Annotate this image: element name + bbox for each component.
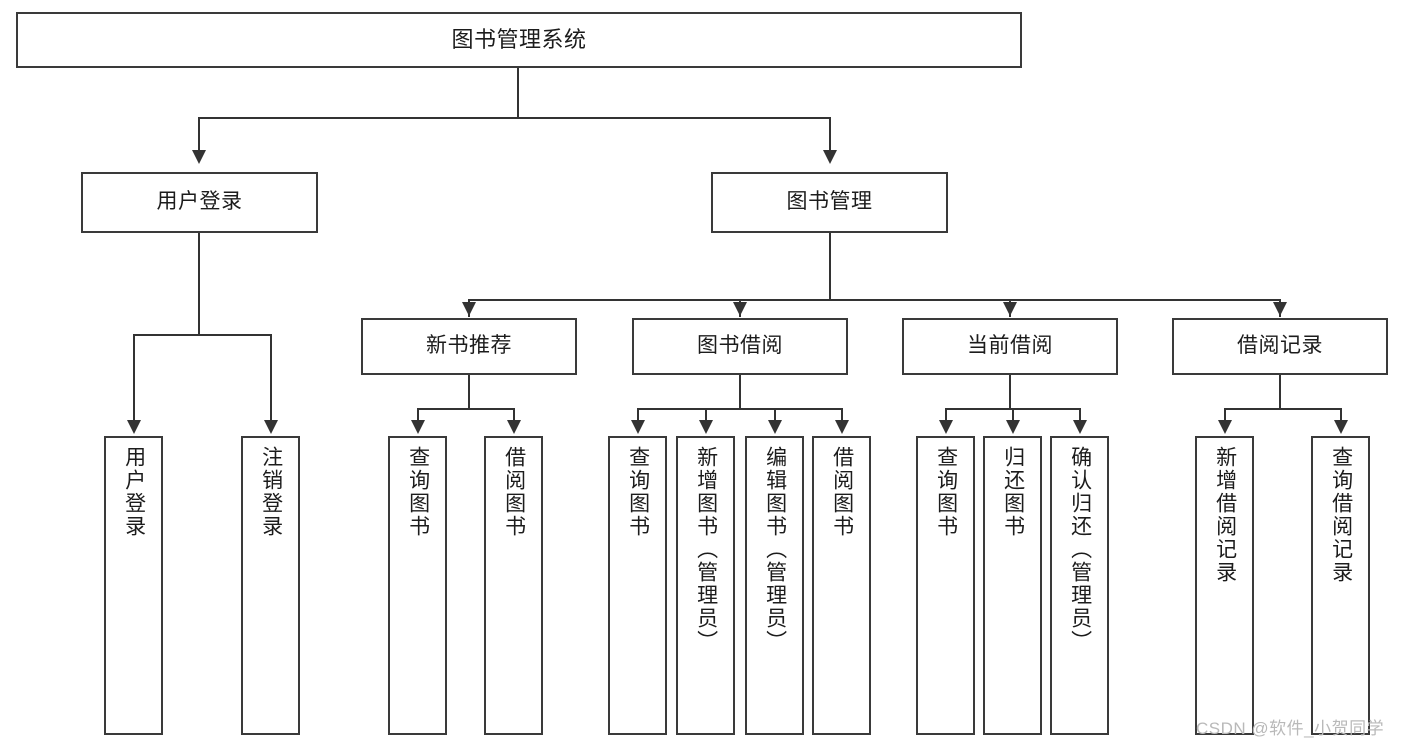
arrowhead-user-login-child-1 (127, 420, 141, 434)
node-root-label: 图书管理系统 (451, 27, 587, 53)
connector-new-book-stem (468, 375, 470, 409)
leaf-borrow-borrow-book-label: 借阅图书 (830, 446, 854, 538)
leaf-user-login-logout[interactable]: 注销登录 (241, 436, 300, 735)
leaf-borrow-edit-book-label: 编辑图书（管理员） (763, 446, 787, 653)
leaf-borrow-edit-book[interactable]: 编辑图书（管理员） (745, 436, 804, 735)
leaf-user-login-login[interactable]: 用户登录 (104, 436, 163, 735)
connector-book-borrow-stem (739, 375, 741, 409)
node-borrow-records-label: 借阅记录 (1237, 334, 1323, 358)
leaf-current-confirm-return[interactable]: 确认归还（管理员） (1050, 436, 1109, 735)
node-user-login[interactable]: 用户登录 (81, 172, 318, 233)
arrowhead-book-borrow-child-1 (631, 420, 645, 434)
leaf-records-query-record[interactable]: 查询借阅记录 (1311, 436, 1370, 735)
leaf-new-book-borrow-label: 借阅图书 (502, 446, 526, 538)
connector-root-stem (517, 68, 519, 118)
leaf-user-login-login-label: 用户登录 (122, 446, 146, 538)
leaf-new-book-query[interactable]: 查询图书 (388, 436, 447, 735)
node-new-book-recommend-label: 新书推荐 (426, 334, 512, 358)
connector-borrow-records-bus (1224, 408, 1341, 410)
leaf-borrow-add-book[interactable]: 新增图书（管理员） (676, 436, 735, 735)
node-new-book-recommend[interactable]: 新书推荐 (361, 318, 577, 375)
leaf-new-book-borrow[interactable]: 借阅图书 (484, 436, 543, 735)
connector-user-login-child-2 (270, 334, 272, 421)
connector-book-borrow-child-3 (774, 408, 776, 422)
leaf-borrow-query-book[interactable]: 查询图书 (608, 436, 667, 735)
leaf-current-confirm-return-label: 确认归还（管理员） (1068, 446, 1092, 653)
connector-current-borrow-child-3 (1079, 408, 1081, 422)
connector-root-to-book-mgmt (829, 117, 831, 152)
leaf-current-return-book[interactable]: 归还图书 (983, 436, 1042, 735)
connector-borrow-records-stem (1279, 375, 1281, 409)
arrowhead-new-book-child-1 (411, 420, 425, 434)
connector-book-borrow-bus (637, 408, 842, 410)
connector-book-borrow-child-2 (705, 408, 707, 422)
arrowhead-book-mgmt-child-2 (733, 302, 747, 316)
arrowhead-book-borrow-child-4 (835, 420, 849, 434)
connector-new-book-child-1 (417, 408, 419, 422)
arrowhead-borrow-records-child-1 (1218, 420, 1232, 434)
leaf-new-book-query-label: 查询图书 (406, 446, 430, 538)
connector-borrow-records-child-2 (1340, 408, 1342, 422)
connector-current-borrow-stem (1009, 375, 1011, 409)
arrowhead-book-mgmt-child-1 (462, 302, 476, 316)
arrowhead-book-mgmt-child-3 (1003, 302, 1017, 316)
node-book-management-label: 图书管理 (786, 190, 873, 214)
arrowhead-current-borrow-child-1 (939, 420, 953, 434)
node-borrow-records[interactable]: 借阅记录 (1172, 318, 1388, 375)
connector-root-to-user-login (198, 117, 200, 152)
leaf-records-add-record-label: 新增借阅记录 (1213, 446, 1237, 584)
arrowhead-borrow-records-child-2 (1334, 420, 1348, 434)
node-root[interactable]: 图书管理系统 (16, 12, 1022, 68)
connector-root-bus (198, 117, 831, 119)
leaf-current-query-book-label: 查询图书 (934, 446, 958, 538)
arrowhead-book-borrow-child-2 (699, 420, 713, 434)
node-book-borrow[interactable]: 图书借阅 (632, 318, 848, 375)
leaf-current-query-book[interactable]: 查询图书 (916, 436, 975, 735)
connector-current-borrow-child-1 (945, 408, 947, 422)
node-current-borrow[interactable]: 当前借阅 (902, 318, 1118, 375)
arrowhead-book-borrow-child-3 (768, 420, 782, 434)
leaf-records-add-record[interactable]: 新增借阅记录 (1195, 436, 1254, 735)
arrowhead-new-book-child-2 (507, 420, 521, 434)
connector-user-login-stem (198, 233, 200, 335)
leaf-records-query-record-label: 查询借阅记录 (1329, 446, 1353, 584)
arrowhead-user-login-child-2 (264, 420, 278, 434)
node-user-login-label: 用户登录 (156, 190, 243, 214)
connector-book-mgmt-stem (829, 233, 831, 300)
leaf-borrow-query-book-label: 查询图书 (626, 446, 650, 538)
connector-new-book-bus (417, 408, 514, 410)
arrowhead-current-borrow-child-3 (1073, 420, 1087, 434)
connector-book-borrow-child-4 (841, 408, 843, 422)
connector-new-book-child-2 (513, 408, 515, 422)
arrowhead-book-mgmt-child-4 (1273, 302, 1287, 316)
connector-book-mgmt-bus (468, 299, 1280, 301)
leaf-current-return-book-label: 归还图书 (1001, 446, 1025, 538)
leaf-borrow-add-book-label: 新增图书（管理员） (694, 446, 718, 653)
connector-user-login-bus (133, 334, 272, 336)
connector-current-borrow-child-2 (1012, 408, 1014, 422)
arrowhead-current-borrow-child-2 (1006, 420, 1020, 434)
leaf-borrow-borrow-book[interactable]: 借阅图书 (812, 436, 871, 735)
leaf-user-login-logout-label: 注销登录 (259, 446, 283, 538)
arrowhead-root-to-user-login (192, 150, 206, 164)
arrowhead-root-to-book-mgmt (823, 150, 837, 164)
connector-borrow-records-child-1 (1224, 408, 1226, 422)
node-book-management[interactable]: 图书管理 (711, 172, 948, 233)
connector-user-login-child-1 (133, 334, 135, 421)
node-book-borrow-label: 图书借阅 (697, 334, 783, 358)
connector-book-borrow-child-1 (637, 408, 639, 422)
node-current-borrow-label: 当前借阅 (967, 334, 1053, 358)
